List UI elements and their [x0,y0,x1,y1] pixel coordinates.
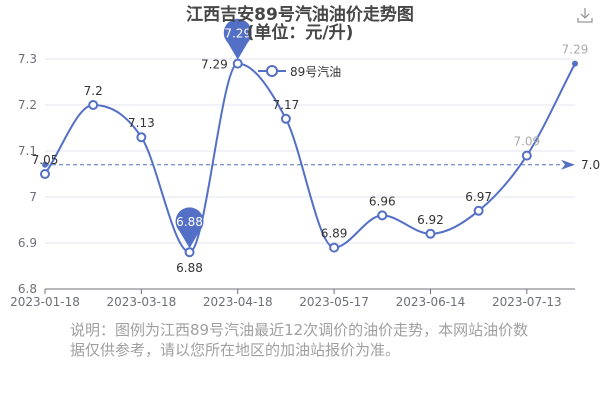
data-label: 6.89 [321,227,348,241]
download-icon[interactable] [576,6,594,24]
min-mark-pin [175,207,204,249]
data-point [40,169,50,179]
chart-subtitle: (单位：元/升) [246,23,354,43]
data-point [232,58,243,69]
series-line [44,62,576,254]
x-tick-label: 2023-07-13 [492,295,562,309]
data-label: 7.17 [273,98,300,112]
data-label: 6.88 [176,261,203,275]
legend-marker-icon [266,65,278,77]
x-tick-label: 2023-05-17 [299,295,369,309]
data-label: 7.05 [32,153,59,167]
average-line-start [42,161,48,168]
data-label: 6.97 [465,190,492,204]
data-point [136,132,147,143]
legend-label: 89号汽油 [290,64,341,79]
data-point [377,210,388,221]
min-mark-pin-label: 6.88 [176,215,203,229]
data-point [473,205,484,216]
y-tick-label: 7.3 [18,52,37,66]
y-tick-label: 7.1 [18,144,37,158]
data-label: 7.09 [513,135,540,149]
data-point [280,113,291,124]
data-label: 6.96 [369,194,396,208]
data-point [184,247,195,258]
average-line-label: 7.0 [581,158,600,172]
x-tick-label: 2023-04-18 [203,295,273,309]
max-mark-pin [223,18,252,60]
data-point [425,228,436,239]
data-point [88,100,99,110]
data-label: 6.92 [417,213,444,227]
y-tick-label: 6.8 [18,282,37,296]
x-tick-label: 2023-06-14 [396,295,466,309]
data-point [521,150,532,161]
x-tick-label: 2023-03-18 [106,295,176,309]
data-label: 7.13 [128,116,155,130]
data-label: 7.29 [201,58,228,72]
y-tick-label: 7.2 [18,98,37,112]
average-line-arrow [561,159,575,170]
data-label: 7.29 [562,43,589,57]
chart-note: 说明：图例为江西89号汽油最近12次调价的油价走势，本网站油价数据仅供参考，请以… [70,321,529,359]
data-label: 7.2 [84,84,103,98]
x-tick-label: 2023-01-18 [10,295,80,309]
data-point [329,242,340,253]
y-tick-label: 7 [29,190,37,204]
y-tick-label: 6.9 [18,236,37,250]
chart-title: 江西吉安89号汽油油价走势图 [186,5,414,25]
data-point [572,60,578,67]
max-mark-pin-label: 7.29 [224,27,251,41]
